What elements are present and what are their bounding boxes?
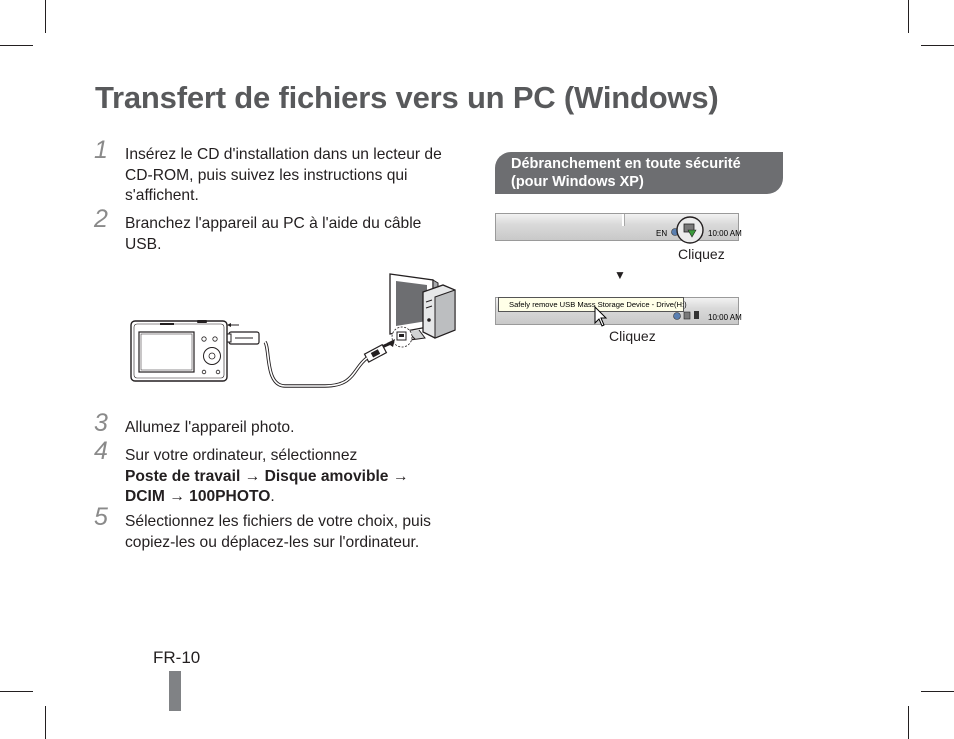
clock: 10:00 AM <box>708 313 742 322</box>
path-arrow: → <box>392 467 409 485</box>
path-segment: Poste de travail <box>125 467 241 485</box>
language-indicator: EN <box>656 229 668 238</box>
section-heading: Débranchement en toute sécurité (pour Wi… <box>511 156 741 190</box>
step-number: 3 <box>94 409 108 437</box>
page-tab-bar <box>169 671 181 711</box>
desktop-computer-illustration <box>389 273 456 342</box>
digital-camera-illustration <box>130 320 228 382</box>
crop-mark <box>908 0 909 33</box>
step-number: 2 <box>94 205 108 233</box>
step-text: Sélectionnez les fichiers de votre choix… <box>125 513 431 551</box>
safely-remove-tooltip[interactable]: Safely remove USB Mass Storage Device - … <box>498 297 687 312</box>
step-number: 4 <box>94 437 108 465</box>
path-arrow: → <box>169 488 185 505</box>
crop-mark <box>0 691 33 692</box>
crop-mark <box>45 706 46 739</box>
step-number: 5 <box>94 503 108 531</box>
crop-mark <box>921 45 954 46</box>
usb-connection-illustration <box>130 273 456 388</box>
safely-remove-hardware-icon[interactable] <box>675 215 705 245</box>
click-caption: Cliquez <box>609 328 656 344</box>
page-number: FR-10 <box>153 648 201 667</box>
path-arrow: → <box>244 467 261 485</box>
taskbar-divider <box>622 214 625 226</box>
mouse-cursor-icon <box>594 306 608 327</box>
path-segment: DCIM <box>125 488 165 505</box>
step-text: Allumez l'appareil photo. <box>125 419 295 436</box>
click-caption: Cliquez <box>678 246 725 262</box>
crop-mark <box>0 45 33 46</box>
step-text: Insérez le CD d'installation dans un lec… <box>125 146 442 204</box>
step-number: 1 <box>94 136 108 164</box>
crop-mark <box>908 706 909 739</box>
down-arrow: ▼ <box>614 268 626 282</box>
step-text: Branchez l'appareil au PC à l'aide du câ… <box>125 215 422 253</box>
crop-mark <box>921 691 954 692</box>
step-4-intro: Sur votre ordinateur, sélectionnez <box>125 447 358 464</box>
tray-icons <box>673 311 699 320</box>
page-title: Transfert de fichiers vers un PC (Window… <box>95 80 719 115</box>
path-end: . <box>270 488 275 505</box>
step-text: Sur votre ordinateur, sélectionnez Poste… <box>125 446 445 508</box>
clock: 10:00 AM <box>708 229 742 238</box>
section-heading-tab: Débranchement en toute sécurité (pour Wi… <box>495 152 783 194</box>
path-segment: Disque amovible <box>264 467 389 485</box>
crop-mark <box>45 0 46 33</box>
path-segment: 100PHOTO <box>189 488 271 505</box>
